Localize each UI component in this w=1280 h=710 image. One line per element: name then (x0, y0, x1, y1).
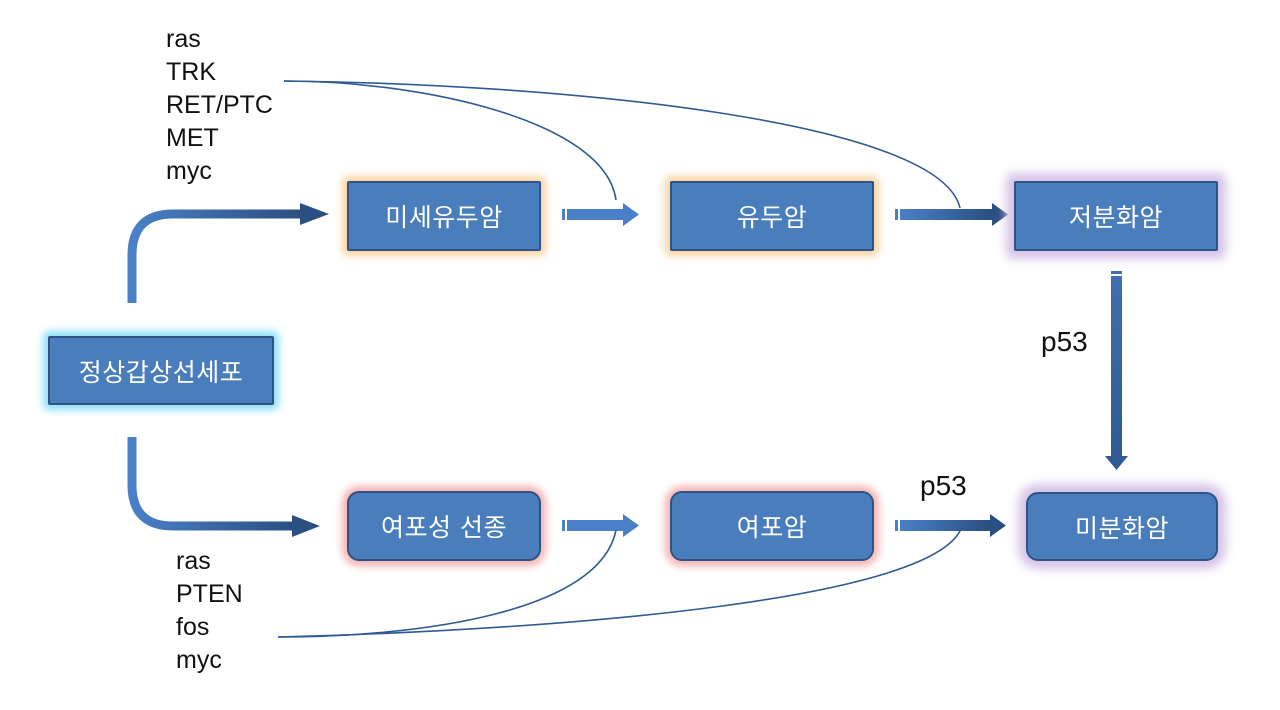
gene-curve-to-poorly (283, 80, 961, 209)
arrow-normal-to-follicular-adenoma (127, 437, 320, 537)
gene-item: RET/PTC (166, 91, 273, 119)
node-follicular-adenoma: 여포성 선종 (347, 491, 541, 561)
node-microfollicular-carcinoma: 미세유두암 (347, 181, 541, 251)
arrow-microfollicular-to-papillary (562, 203, 639, 226)
node-anaplastic-carcinoma: 미분화암 (1026, 492, 1218, 561)
arrow-follicular-ca-to-anaplastic (895, 514, 1006, 537)
gene-item: myc (166, 157, 212, 185)
gene-item: PTEN (176, 580, 243, 608)
node-label: 정상갑상선세포 (78, 357, 244, 387)
arrow-poorly-to-anaplastic (1105, 271, 1128, 470)
node-label: 여포암 (736, 513, 808, 542)
gene-item: myc (176, 646, 222, 674)
node-papillary-carcinoma: 유두암 (670, 181, 874, 251)
node-label: 미분화암 (1074, 513, 1169, 543)
node-label: 여포성 선종 (381, 513, 507, 542)
gene-item: ras (176, 547, 211, 575)
arrow-papillary-to-poorly (895, 203, 1008, 226)
arrow-adenoma-to-follicular-ca (562, 514, 639, 537)
gene-curve-to-papillary (283, 80, 617, 201)
node-label: 저분화암 (1068, 203, 1163, 232)
node-label: 유두암 (736, 203, 808, 232)
gene-list-papillary-path: ras TRK RET/PTC MET myc (166, 23, 273, 188)
gene-list-follicular-path: ras PTEN fos myc (176, 545, 243, 677)
gene-item: TRK (166, 58, 216, 86)
gene-item: ras (166, 25, 201, 53)
arrow-normal-to-microfollicular (127, 203, 329, 303)
gene-item: fos (176, 613, 210, 641)
node-label: 미세유두암 (385, 203, 503, 232)
label-p53-horizontal: p53 (920, 470, 967, 501)
node-poorly-differentiated-carcinoma: 저분화암 (1014, 181, 1218, 251)
label-p53-vertical: p53 (1041, 326, 1088, 357)
gene-curve-to-anaplastic (277, 525, 963, 638)
gene-item: MET (166, 124, 219, 152)
node-normal-thyroid-cell: 정상갑상선세포 (48, 336, 274, 405)
node-follicular-carcinoma: 여포암 (670, 491, 874, 561)
